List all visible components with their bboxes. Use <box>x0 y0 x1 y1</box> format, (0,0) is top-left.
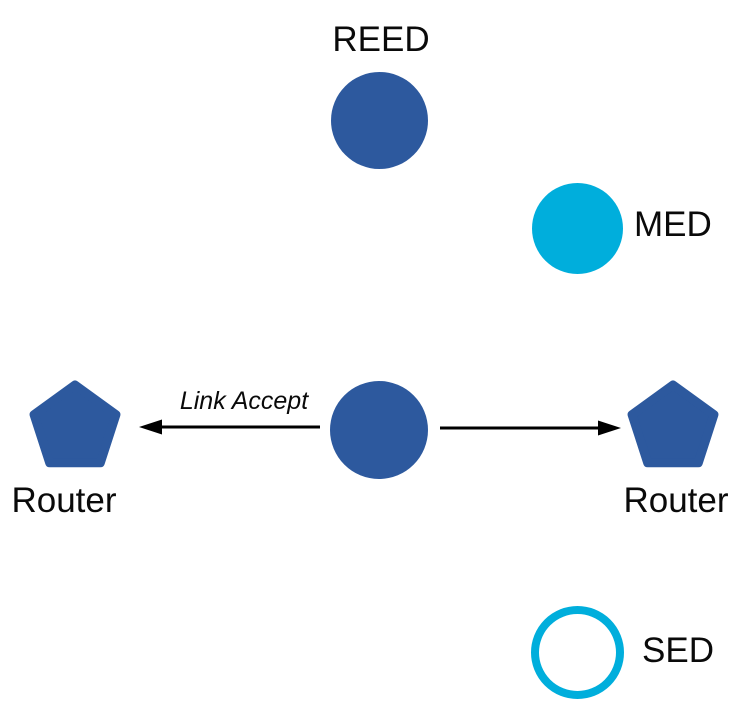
sed-node-ring-icon <box>531 606 624 699</box>
arrow-to-left-router-icon <box>139 419 320 435</box>
router-left-pentagon-icon <box>29 380 121 468</box>
router-right-pentagon-icon <box>627 380 719 468</box>
link-accept-edge-label: Link Accept <box>179 387 309 415</box>
joiner-node-circle-icon <box>330 381 428 479</box>
router-right-label: Router <box>623 481 729 520</box>
arrow-to-right-router-icon <box>440 420 621 436</box>
med-node-circle-icon <box>532 183 623 274</box>
reed-node-circle-icon <box>331 72 428 169</box>
sed-label: SED <box>642 631 714 670</box>
med-label: MED <box>634 205 712 244</box>
reed-label: REED <box>332 20 430 59</box>
router-left-label: Router <box>11 481 117 520</box>
